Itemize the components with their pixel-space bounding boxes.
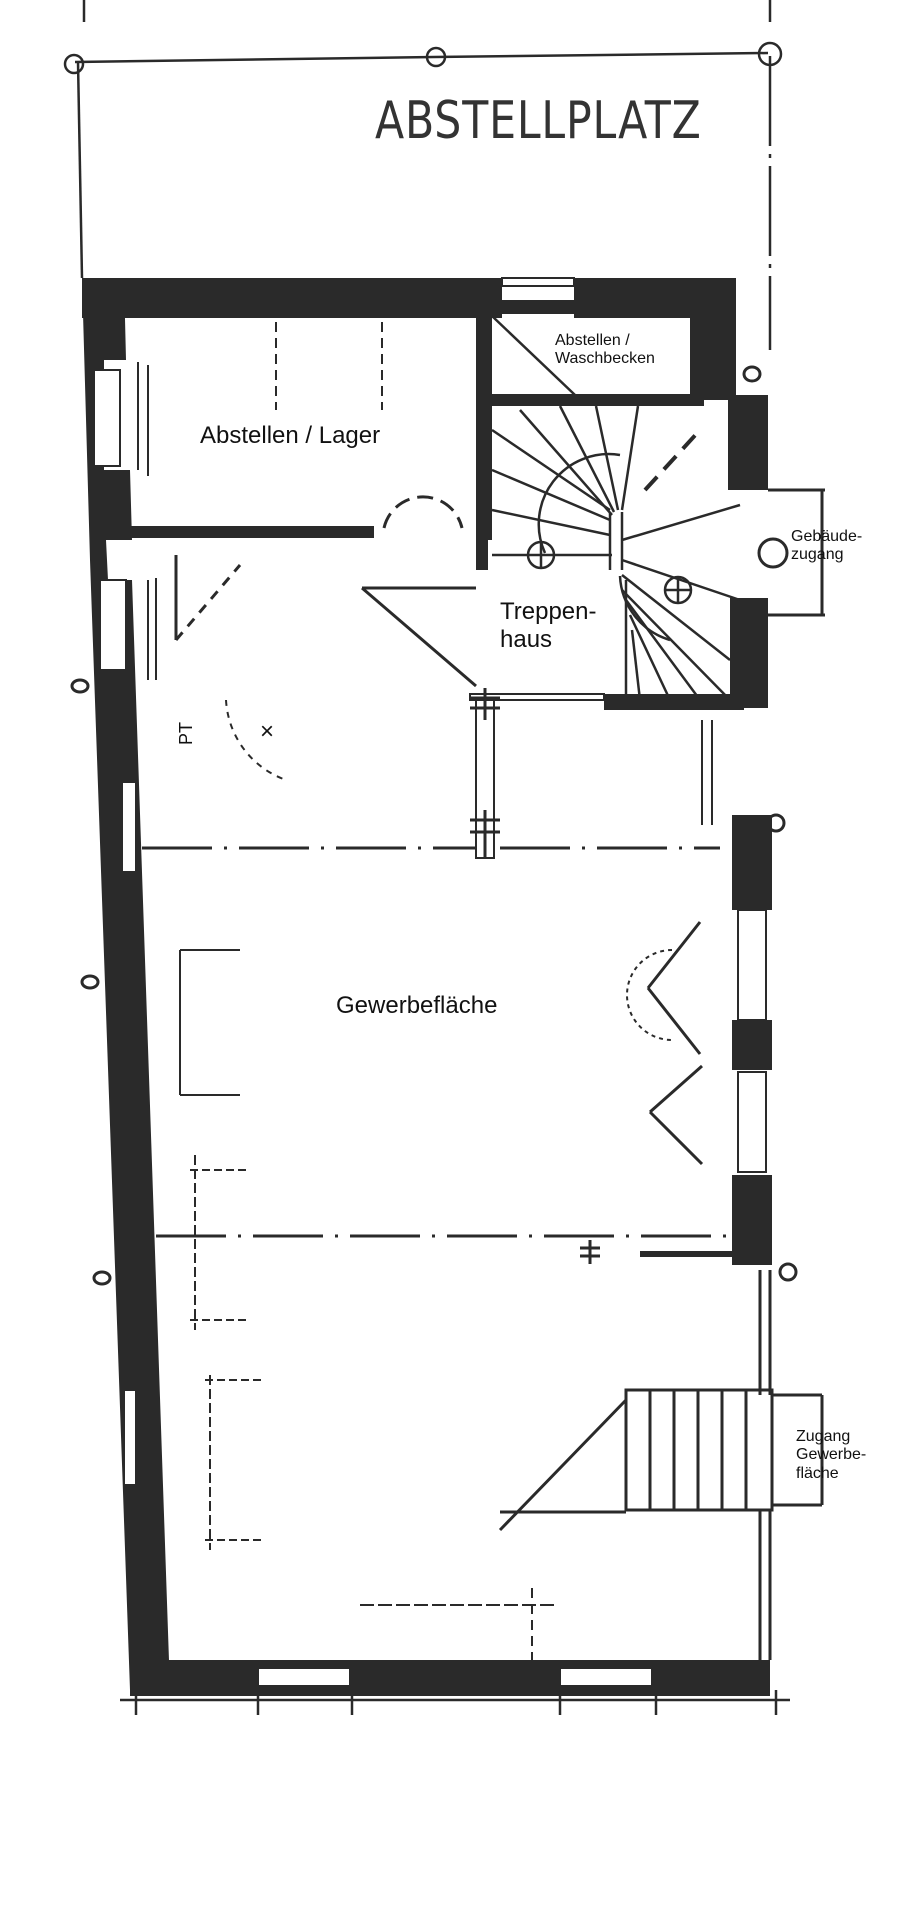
room-label-gebaeudezugang: Gebäude- zugang <box>791 528 863 564</box>
room-label-treppenhaus: Treppen- haus <box>500 598 597 653</box>
fixtures <box>179 322 555 1672</box>
room-label-abstellen-lager: Abstellen / Lager <box>200 422 381 449</box>
pt-marker: PT <box>176 721 196 745</box>
grid-axis-marker-icon <box>757 537 789 569</box>
axis-markers <box>70 365 798 1286</box>
beam-lines <box>142 846 740 1238</box>
door-swings <box>174 495 704 1166</box>
dimension-ticks <box>120 1690 790 1715</box>
structural-columns <box>470 688 740 1264</box>
grid-axis-marker-icon <box>63 53 85 75</box>
outer-walls <box>82 277 772 1696</box>
windows <box>93 369 767 1687</box>
building-entrance <box>757 488 825 617</box>
window-reveal-lines <box>137 362 713 825</box>
interior-walls <box>124 300 744 859</box>
grid-axis-marker-icon <box>757 41 783 67</box>
room-label-abstellen-waschbecken: Abstellen / Waschbecken <box>555 332 655 368</box>
room-label-abstellplatz: ABSTELLPLATZ <box>375 91 702 151</box>
grid-axis-marker-icon <box>425 46 447 68</box>
room-label-zugang-gewerbeflaeche: Zugang Gewerbe- fläche <box>796 1428 867 1482</box>
staircase <box>491 315 741 701</box>
parking-area-outline <box>63 0 783 350</box>
room-label-gewerbeflaeche: Gewerbefläche <box>336 992 498 1019</box>
entrance-steps <box>498 1270 824 1660</box>
x-marker: × <box>260 718 275 745</box>
